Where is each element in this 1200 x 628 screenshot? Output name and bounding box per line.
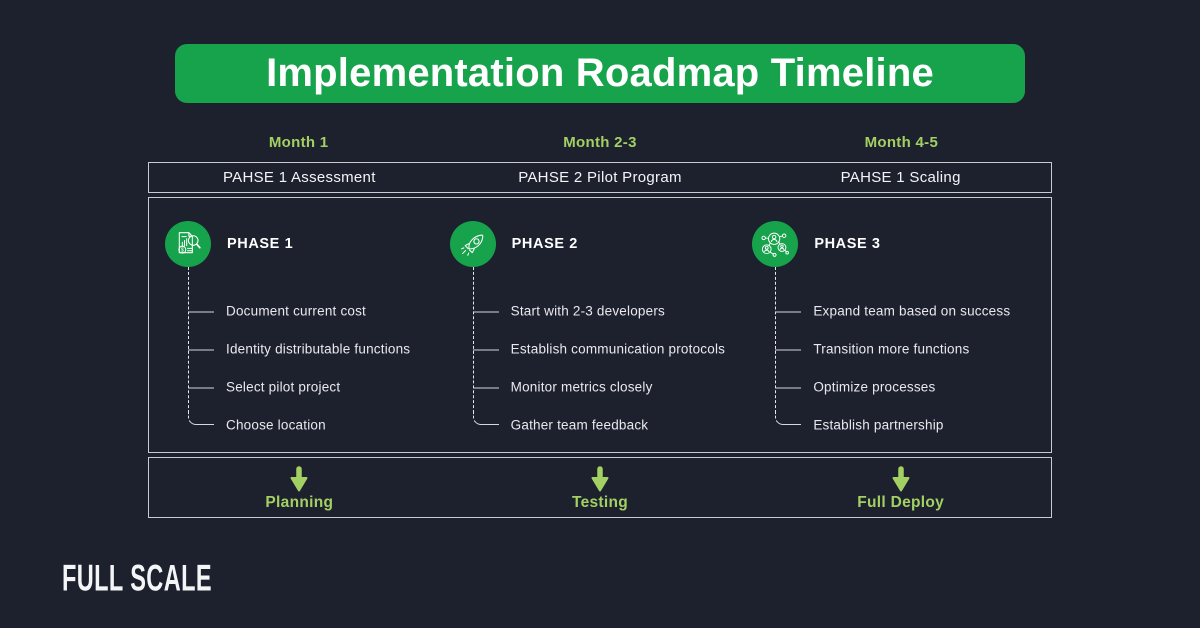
list-item: Select pilot project (187, 379, 341, 395)
phase-1-header: $ PHASE 1 (165, 221, 450, 267)
outcome-testing: Testing (450, 458, 751, 517)
header-cell-scaling: PAHSE 1 Scaling (840, 169, 961, 186)
list-item: Transition more functions (775, 341, 970, 357)
connector-line (775, 267, 777, 413)
phase-2-label: PHASE 2 (511, 236, 578, 252)
list-item: Document current cost (187, 303, 367, 319)
phase-1-label: PHASE 1 (227, 236, 294, 252)
cost-assessment-icon: $ (165, 221, 211, 267)
connector-line (188, 267, 189, 413)
down-arrow-icon (591, 465, 609, 491)
connector-line (472, 267, 474, 413)
header-cell-assessment: PAHSE 1 Assessment (222, 169, 376, 186)
team-network-icon (752, 221, 799, 267)
phase-1-items: Document current cost Identity distribut… (165, 267, 450, 452)
outcome-full-deploy: Full Deploy (750, 458, 1051, 517)
phases-box: $ PHASE 1 Document current cost Identity… (148, 197, 1052, 453)
header-cell-pilot-program: PAHSE 2 Pilot Program (518, 169, 682, 186)
phase-3-items: Expand team based on success Transition … (752, 267, 1051, 452)
outcome-label: Planning (265, 493, 334, 511)
list-item: Choose location (226, 417, 326, 433)
month-label-3: Month 4-5 (864, 134, 939, 151)
list-item: Gather team feedback (510, 417, 649, 433)
list-item: Monitor metrics closely (472, 379, 653, 395)
outcomes-box: Planning Testing Full Deploy (148, 457, 1052, 518)
list-item: Identity distributable functions (187, 341, 411, 357)
list-item: Optimize processes (775, 379, 936, 395)
outcome-planning: Planning (149, 458, 450, 517)
connector-corner (188, 413, 214, 425)
month-label-1: Month 1 (268, 134, 329, 151)
phase-header-row: PAHSE 1 Assessment PAHSE 2 Pilot Program… (148, 162, 1052, 193)
page-title: Implementation Roadmap Timeline (266, 51, 934, 95)
full-scale-logo: FULL SCALE (62, 557, 212, 599)
outcome-label: Full Deploy (857, 493, 945, 511)
phase-2-header: PHASE 2 (449, 221, 751, 267)
rocket-icon (449, 221, 496, 267)
title-banner: Implementation Roadmap Timeline (175, 44, 1025, 103)
svg-text:$: $ (181, 248, 185, 254)
connector-corner (775, 413, 802, 425)
list-item: Start with 2-3 developers (472, 303, 665, 319)
phase-3-column: PHASE 3 Expand team based on success Tra… (750, 221, 1051, 452)
list-item: Establish partnership (813, 417, 944, 433)
phase-2-column: PHASE 2 Start with 2-3 developers Establ… (449, 221, 751, 452)
down-arrow-icon (892, 465, 910, 491)
phase-3-header: PHASE 3 (752, 221, 1051, 267)
month-label-2: Month 2-3 (563, 134, 637, 151)
connector-corner (472, 413, 499, 425)
month-labels-row: Month 1 Month 2-3 Month 4-5 (148, 134, 1052, 151)
phase-1-column: $ PHASE 1 Document current cost Identity… (149, 221, 450, 452)
list-item: Expand team based on success (775, 303, 1011, 319)
list-item: Establish communication protocols (472, 341, 726, 357)
outcome-label: Testing (571, 493, 629, 511)
phase-2-items: Start with 2-3 developers Establish comm… (450, 267, 751, 452)
phase-3-label: PHASE 3 (814, 236, 881, 252)
down-arrow-icon (290, 465, 308, 491)
